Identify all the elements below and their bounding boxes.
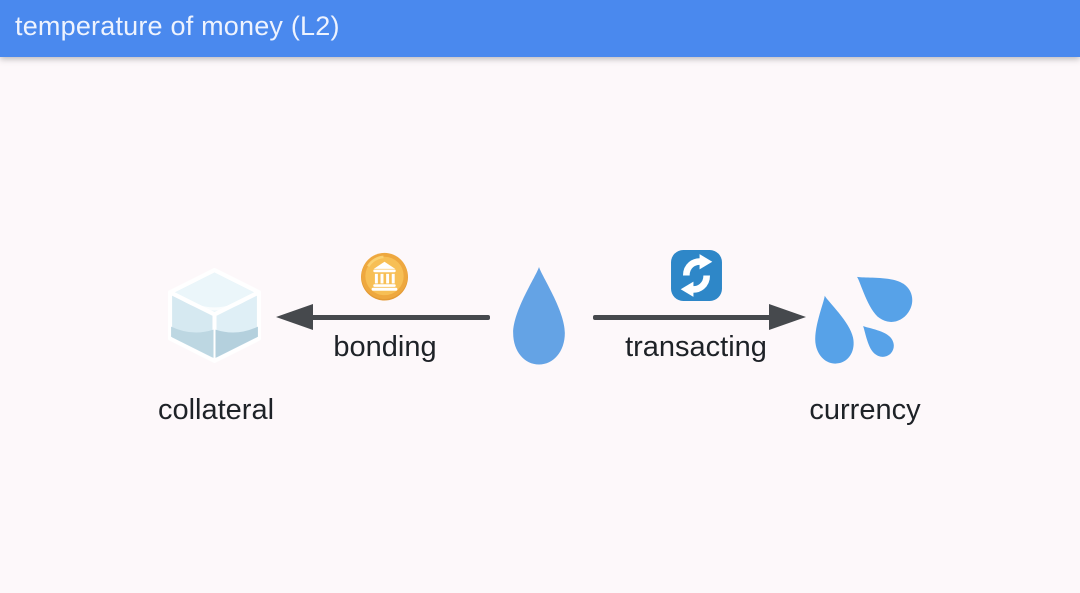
currency-label: currency (809, 394, 921, 426)
transacting-label: transacting (625, 331, 767, 363)
collateral-label: collateral (157, 394, 275, 426)
transacting-arrow-head (769, 304, 806, 330)
droplet-icon (505, 264, 573, 369)
bonding-label: bonding (333, 331, 437, 363)
title-bar: temperature of money (L2) (0, 0, 1080, 57)
ice-cube-icon (162, 263, 267, 368)
transacting-arrow-line (593, 315, 771, 320)
bank-coin-icon (360, 252, 409, 301)
bonding-arrow-line (308, 315, 490, 320)
bonding-arrow-head (276, 304, 313, 330)
page-title: temperature of money (L2) (15, 11, 340, 41)
slide-canvas: collateral bonding (0, 57, 1080, 593)
refresh-icon (670, 249, 723, 302)
sweat-droplets-icon (800, 258, 924, 376)
